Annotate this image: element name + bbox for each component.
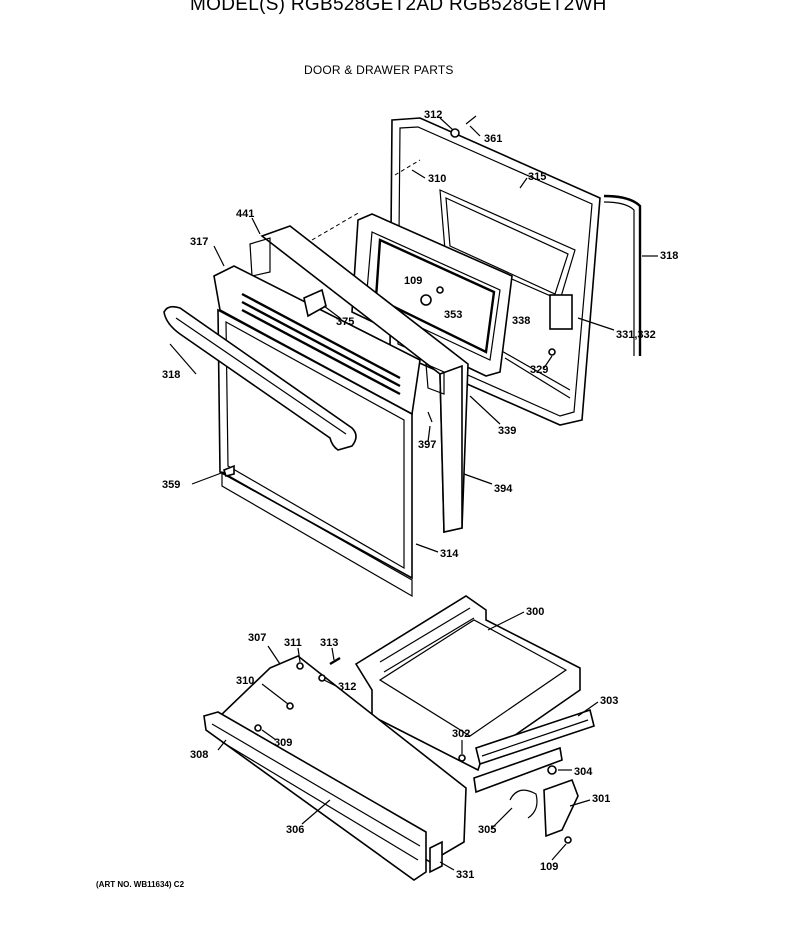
part-label: 441 [236, 208, 254, 220]
part-label: 309 [274, 737, 292, 749]
part-label: 300 [526, 606, 544, 618]
part-label: 305 [478, 824, 496, 836]
part-label: 317 [190, 236, 208, 248]
drawer-hardware [254, 656, 579, 844]
part-number-labels: 312 361 310 315 318 441 317 109 353 338 … [162, 109, 678, 881]
part-label: 361 [484, 133, 502, 145]
part-label: 318 [660, 250, 678, 262]
part-label: 313 [320, 637, 338, 649]
door-gasket [603, 194, 642, 356]
part-label: 301 [592, 793, 610, 805]
window-glass-frame [351, 213, 513, 377]
part-label: 375 [336, 316, 354, 328]
part-label: 338 [512, 315, 530, 327]
part-label: 312 [338, 681, 356, 693]
door-hardware [223, 115, 556, 477]
part-label: 359 [162, 479, 180, 491]
part-label: 306 [286, 824, 304, 836]
part-label: 302 [452, 728, 470, 740]
drawer-slide-rail [473, 708, 595, 794]
part-label: 308 [190, 749, 208, 761]
part-label: 397 [418, 439, 436, 451]
part-label: 304 [574, 766, 593, 778]
part-label: 353 [444, 309, 462, 321]
vent-panel [213, 265, 421, 416]
part-label: 331 [456, 869, 474, 881]
art-number: (ART NO. WB11634) C2 [96, 880, 185, 889]
door-handle [163, 305, 357, 451]
part-label: 311 [284, 637, 302, 649]
part-label: 315 [528, 171, 546, 183]
part-label: 318 [162, 369, 180, 381]
part-label: 314 [440, 548, 459, 560]
part-label: 303 [600, 695, 618, 707]
part-label: 394 [494, 483, 513, 495]
part-label: 310 [236, 675, 254, 687]
part-label: 109 [540, 861, 558, 873]
leader-lines [169, 117, 658, 871]
part-label: 331,332 [616, 329, 656, 341]
door-liner [249, 159, 469, 533]
part-label: 339 [498, 425, 516, 437]
page-title: MODEL(S) RGB528GET2AD RGB528GET2WH [190, 0, 607, 15]
part-label: 307 [248, 632, 266, 644]
part-label: 312 [424, 109, 442, 121]
drawer-body [354, 595, 581, 772]
part-label: 310 [428, 173, 446, 185]
page-subtitle: DOOR & DRAWER PARTS [304, 63, 454, 77]
part-label: 329 [530, 364, 548, 376]
drawer-front-panel [203, 655, 467, 881]
part-label: 109 [404, 275, 422, 287]
